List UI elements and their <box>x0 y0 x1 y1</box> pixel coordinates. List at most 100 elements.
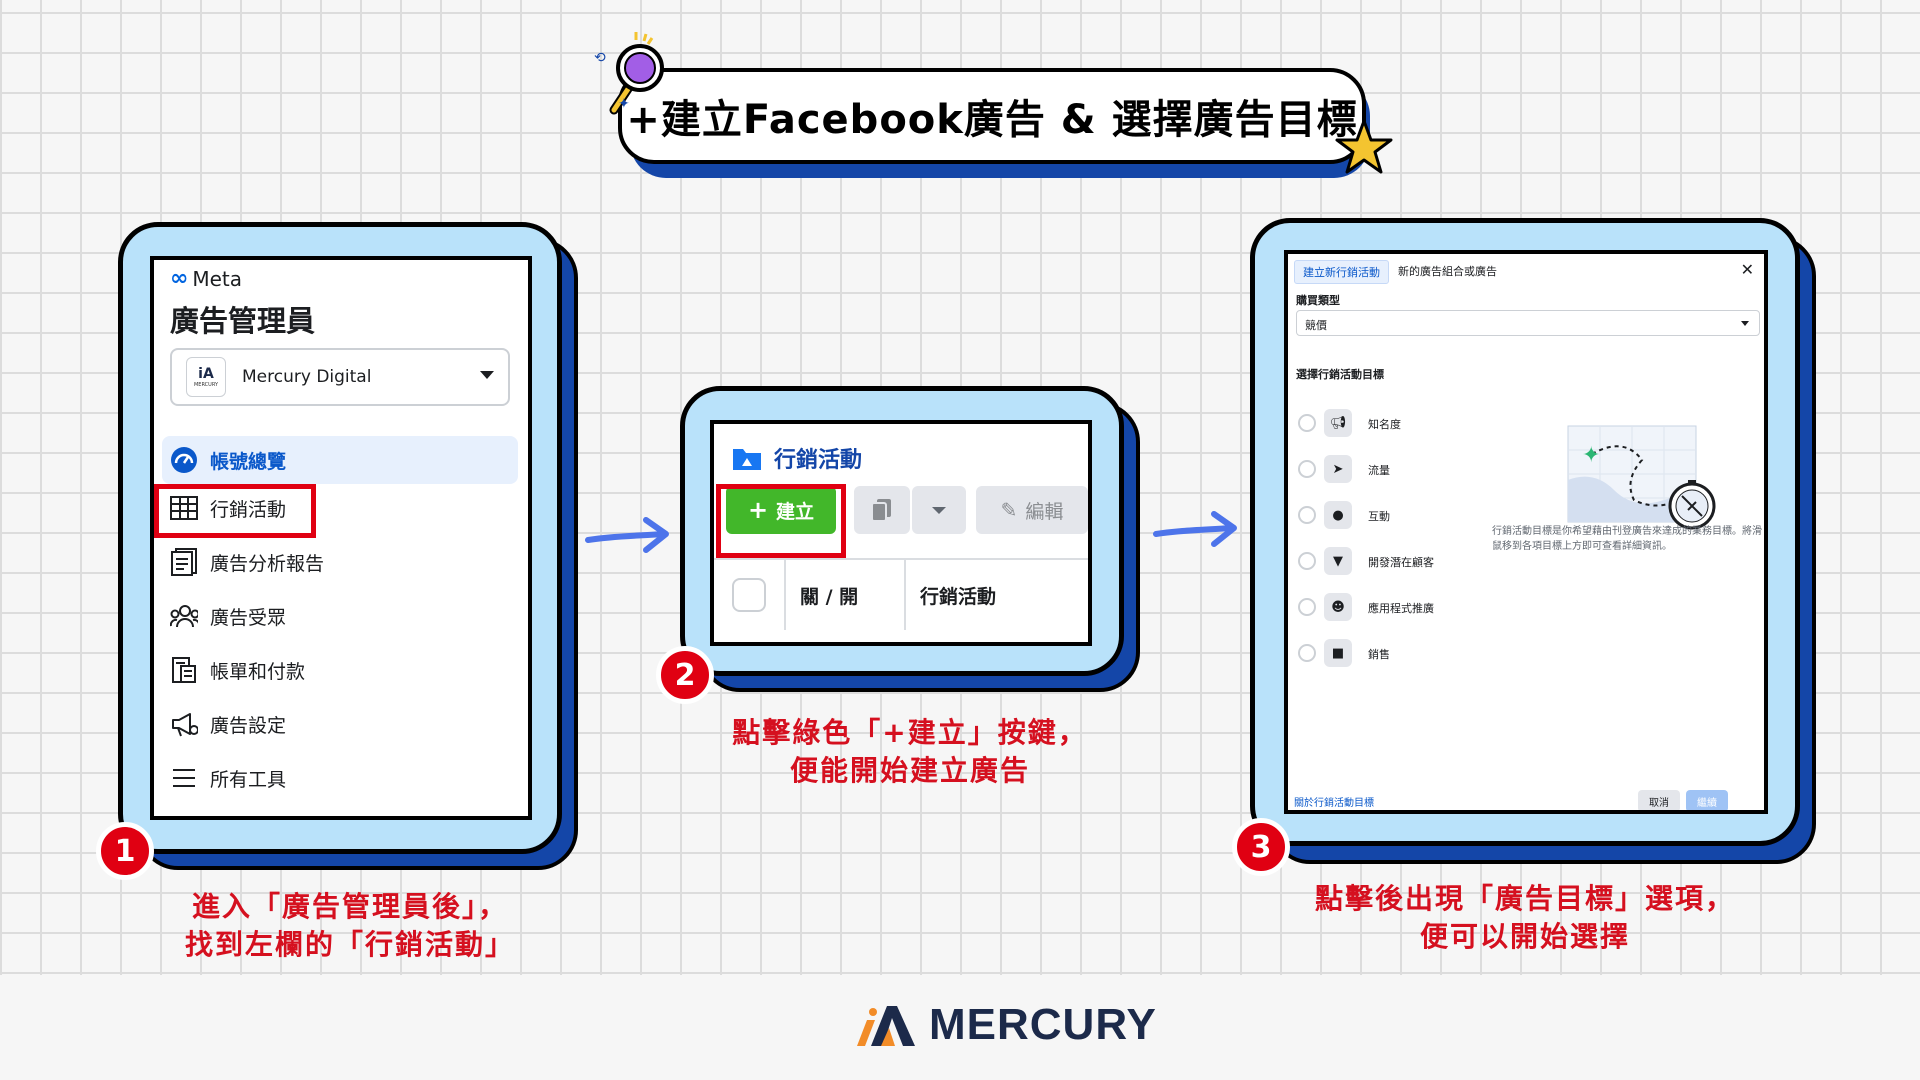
svg-text:✦: ✦ <box>618 96 630 112</box>
column-divider <box>784 560 786 630</box>
nav-item-all-tools[interactable]: 所有工具 <box>162 754 458 802</box>
tab-new-adset-or-ad[interactable]: 新的廣告組合或廣告 <box>1398 265 1497 278</box>
campaigns-title: 行銷活動 <box>732 442 862 474</box>
step3-caption-line1: 點擊後出現「廣告目標」選項， <box>1314 882 1735 915</box>
radio-button[interactable] <box>1298 460 1316 478</box>
campaigns-table-header: 關 / 開 行銷活動 <box>714 558 1088 630</box>
objective-option-leads[interactable]: ▼ 開發潛在顧客 <box>1288 546 1518 576</box>
objective-label: 知名度 <box>1368 418 1401 431</box>
step1-caption: 進入「廣告管理員後」， 找到左欄的「行銷活動」 <box>150 888 550 964</box>
page-title: 廣告管理員 <box>170 304 316 338</box>
tab-create-campaign[interactable]: 建立新行銷活動 <box>1294 260 1389 284</box>
duplicate-button[interactable] <box>854 486 910 534</box>
column-header-toggle[interactable]: 關 / 開 <box>800 585 859 608</box>
banner-title: +建立Facebook廣告 & 選擇廣告目標 <box>626 97 1358 143</box>
speedometer-icon <box>170 446 198 474</box>
select-all-checkbox[interactable] <box>732 578 766 612</box>
objective-label: 流量 <box>1368 464 1390 477</box>
more-dropdown-button[interactable] <box>912 486 966 534</box>
radio-button[interactable] <box>1298 598 1316 616</box>
edit-button[interactable]: ✎ 編輯 <box>976 486 1088 534</box>
account-logo-text: MERCURY <box>193 382 219 388</box>
star-icon <box>1335 119 1393 174</box>
about-objectives-link[interactable]: 關於行銷活動目標 <box>1294 798 1374 809</box>
arrow-right-icon <box>585 517 669 553</box>
nav-label: 廣告分析報告 <box>210 552 325 575</box>
objective-heading: 選擇行銷活動目標 <box>1296 368 1384 381</box>
meta-logo: ∞ Meta <box>170 266 242 291</box>
objective-dialog: 建立新行銷活動 新的廣告組合或廣告 ✕ 購買類型 競價 選擇行銷活動目標 📢︎ … <box>1284 250 1768 814</box>
mercury-brand: MERCURY <box>853 1000 1157 1050</box>
objective-option-awareness[interactable]: 📢︎ 知名度 <box>1288 408 1518 438</box>
nav-label: 行銷活動 <box>210 498 287 521</box>
radio-button[interactable] <box>1298 552 1316 570</box>
objective-option-app-promotion[interactable]: ☻ 應用程式推廣 <box>1288 592 1518 622</box>
chevron-down-icon <box>1741 321 1749 326</box>
column-header-campaign[interactable]: 行銷活動 <box>920 585 997 608</box>
objective-option-engagement[interactable]: ● 互動 <box>1288 500 1518 530</box>
nav-label: 帳號總覽 <box>210 450 287 473</box>
objective-label: 互動 <box>1368 510 1390 523</box>
account-selector[interactable]: iA MERCURY Mercury Digital <box>170 348 510 406</box>
nav-item-ad-settings[interactable]: 廣告設定 <box>162 700 458 748</box>
objective-label: 銷售 <box>1368 648 1390 661</box>
step2-caption-line2: 便能開始建立廣告 <box>789 754 1030 787</box>
pencil-icon: ✎ <box>1000 498 1018 522</box>
magnifier-icon: ⟲ ✦ <box>594 32 664 115</box>
duplicate-icon <box>871 499 891 522</box>
edit-button-label: 編輯 <box>1025 500 1064 523</box>
objective-label: 應用程式推廣 <box>1368 602 1434 615</box>
mercury-logo-icon <box>857 1006 915 1046</box>
step2-caption-line1: 點擊綠色「+建立」按鍵， <box>732 716 1088 749</box>
radio-button[interactable] <box>1298 414 1316 432</box>
meta-infinity-icon: ∞ <box>170 266 189 291</box>
report-icon <box>170 548 198 576</box>
meta-brand-text: Meta <box>192 266 242 291</box>
nav-item-billing[interactable]: 帳單和付款 <box>162 646 458 694</box>
objective-label: 開發潛在顧客 <box>1368 556 1434 569</box>
arrow-right-icon <box>1153 511 1237 547</box>
continue-button[interactable]: 繼續 <box>1686 790 1728 810</box>
people-icon <box>170 602 198 630</box>
close-icon[interactable]: ✕ <box>1740 260 1754 279</box>
account-avatar: iA MERCURY <box>186 357 226 397</box>
caret-down-icon <box>932 506 946 514</box>
people-group-icon: ☻ <box>1324 593 1352 621</box>
table-grid-icon <box>170 494 198 522</box>
step-badge-1: 1 <box>96 822 154 880</box>
plus-icon: + <box>747 496 769 524</box>
create-button[interactable]: + 建立 <box>726 486 836 534</box>
cancel-button[interactable]: 取消 <box>1638 790 1680 810</box>
footer-band <box>0 975 1920 1080</box>
step3-caption: 點擊後出現「廣告目標」選項， 便可以開始選擇 <box>1280 880 1770 956</box>
account-name: Mercury Digital <box>242 367 372 387</box>
objective-description: 行銷活動目標是你希望藉由刊登廣告來達成的業務目標。將滑鼠移到各項目標上方即可查看… <box>1492 526 1762 552</box>
nav-label: 帳單和付款 <box>210 660 306 683</box>
create-highlight-box <box>716 484 846 558</box>
nav-item-audiences[interactable]: 廣告受眾 <box>162 592 458 640</box>
billing-icon <box>170 656 198 684</box>
step-badge-3: 3 <box>1232 818 1290 876</box>
title-banner: +建立Facebook廣告 & 選擇廣告目標 <box>618 68 1366 164</box>
buy-type-select[interactable]: 競價 <box>1296 310 1760 336</box>
nav-label: 廣告設定 <box>210 714 287 737</box>
step3-caption-line2: 便可以開始選擇 <box>1419 920 1630 953</box>
create-button-label: 建立 <box>776 500 815 523</box>
megaphone-icon: 📢︎ <box>1324 409 1352 437</box>
step1-caption-line1: 進入「廣告管理員後」， <box>191 890 508 923</box>
select-all-cell <box>732 560 770 630</box>
nav-item-campaigns[interactable]: 行銷活動 <box>162 484 458 532</box>
objective-option-traffic[interactable]: ➤ 流量 <box>1288 454 1518 484</box>
megaphone-settings-icon <box>170 710 198 738</box>
campaigns-title-text: 行銷活動 <box>774 448 863 473</box>
buy-type-value: 競價 <box>1305 319 1327 332</box>
nav-item-reports[interactable]: 廣告分析報告 <box>162 538 458 586</box>
nav-item-account-overview[interactable]: 帳號總覽 <box>162 436 518 484</box>
map-compass-illustration: ✦ <box>1567 425 1716 530</box>
column-divider <box>904 560 906 630</box>
objective-option-sales[interactable]: ■ 銷售 <box>1288 638 1518 668</box>
radio-button[interactable] <box>1298 506 1316 524</box>
chevron-down-icon <box>480 371 494 379</box>
mercury-mark-icon: iA <box>198 366 214 382</box>
radio-button[interactable] <box>1298 644 1316 662</box>
